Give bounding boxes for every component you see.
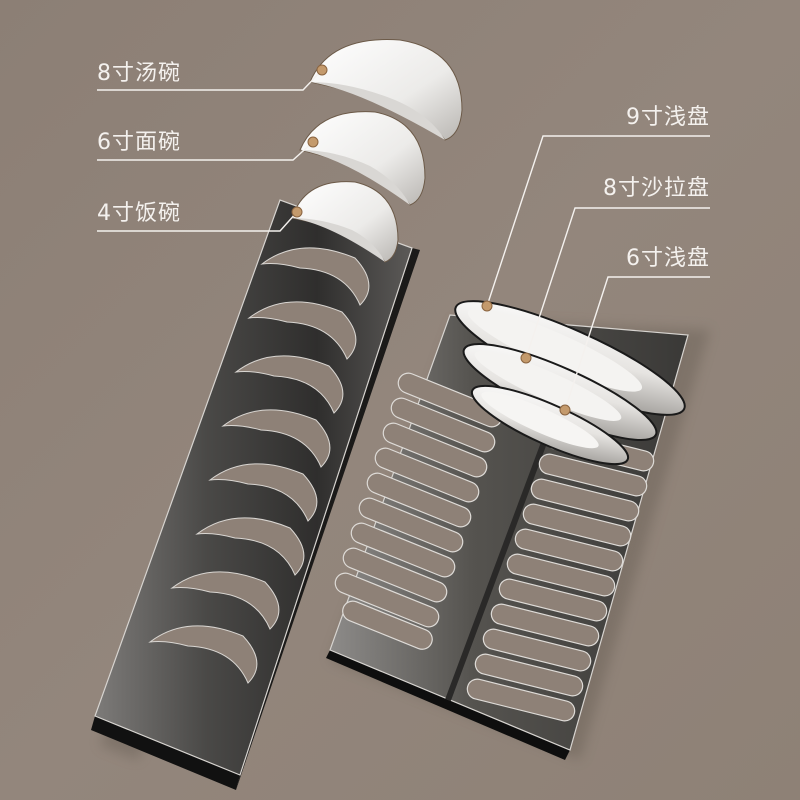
leader-line-8-inch-salad-plate [525,207,710,359]
label-8-inch-soup-bowl: 8寸汤碗 [97,61,181,86]
marker-dot [316,64,328,76]
marker-dot [520,352,532,364]
marker-dot [559,404,571,416]
label-6-inch-plate: 6寸浅盘 [626,246,710,271]
leader-line-9-inch-plate [486,135,710,307]
leader-line-6-inch-plate [564,276,710,411]
marker-dot [307,136,319,148]
leader-line-4-inch-rice-bowl [97,211,298,232]
marker-dot [481,300,493,312]
plates [454,300,686,466]
bowl-rack-side [91,716,240,790]
bowl-rack [91,199,420,790]
marker-dot [291,206,303,218]
leader-lines [97,69,710,411]
bowl-slots [148,247,370,684]
bowls [291,39,463,263]
bowl-rack-edge [236,248,420,790]
plate-rack-divider [445,438,548,702]
marker-dots [291,64,571,416]
label-9-inch-plate: 9寸浅盘 [626,105,710,130]
leader-line-8-inch-soup-bowl [97,69,323,91]
plate-rack-base [326,650,570,760]
leader-line-6-inch-noodle-bowl [97,141,314,161]
label-8-inch-salad-plate: 8寸沙拉盘 [603,176,710,201]
label-6-inch-noodle-bowl: 6寸面碗 [97,130,181,155]
label-4-inch-rice-bowl: 4寸饭碗 [97,201,181,226]
